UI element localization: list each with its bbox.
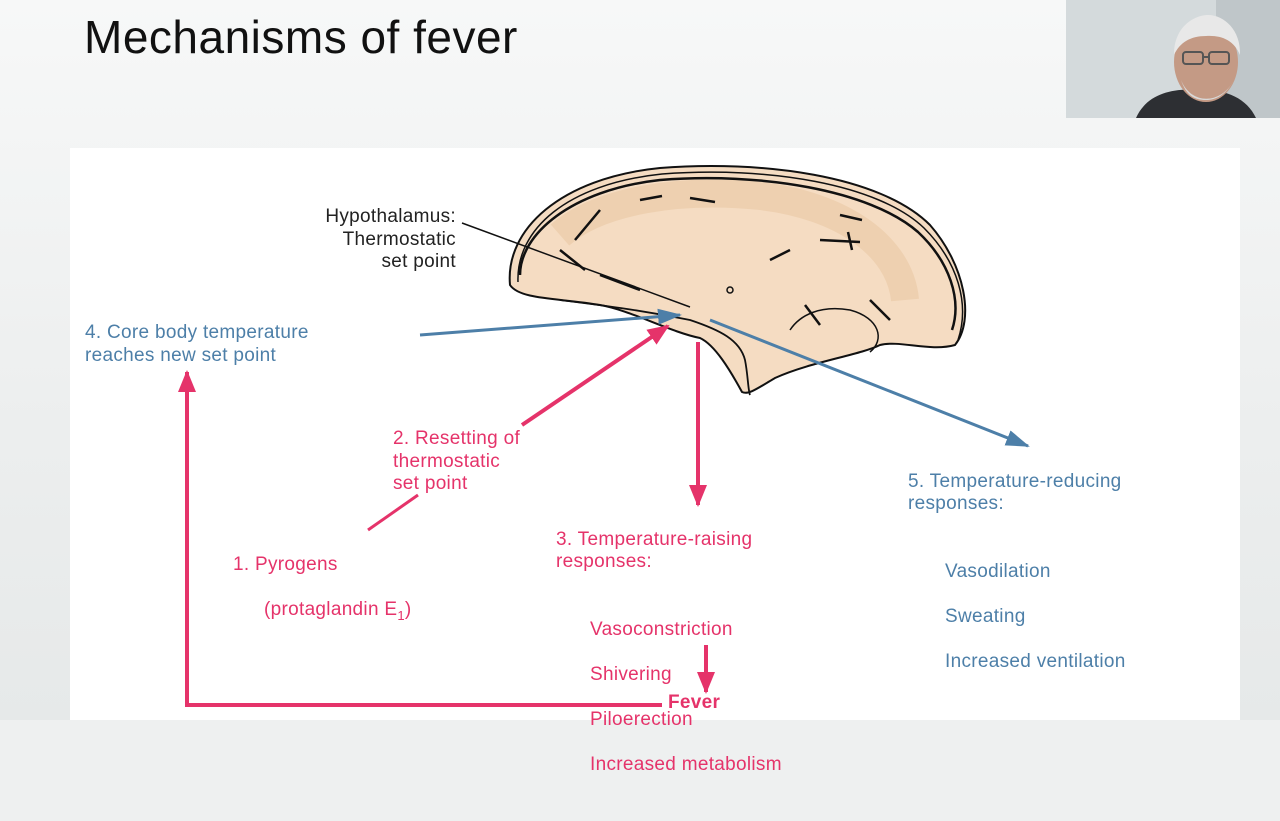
step-1-detail: (protaglandin E1) — [233, 599, 493, 627]
hypothalamus-pointer-line — [461, 222, 691, 308]
step-2-label: 2. Resetting of thermostatic set point — [393, 428, 521, 494]
fever-diagram — [178, 164, 1030, 707]
step-4-label: 4. Core body temperature reaches new set… — [85, 322, 309, 366]
step-3-label: 3. Temperature-raising responses: Vasoco… — [556, 506, 886, 821]
step-5-item: Sweating — [945, 605, 1026, 627]
step-3-item: Shivering — [590, 663, 672, 685]
arrow-to-hypothalamus-blue — [419, 308, 682, 337]
step-1-label: 1. Pyrogens (protaglandin E1) — [233, 531, 493, 649]
step-3-item: Increased metabolism — [590, 753, 782, 775]
arrow-to-cooling-responses — [709, 318, 1030, 448]
presenter-icon — [1066, 0, 1280, 118]
step-1-detail-close: ) — [404, 598, 412, 620]
presenter-webcam — [1066, 0, 1280, 118]
fever-label: Fever — [668, 692, 721, 713]
step-5-heading: 5. Temperature-reducing responses: — [908, 470, 1122, 515]
arrow-fever-feedback-loop — [178, 370, 662, 707]
pyrogen-connector-line — [367, 493, 419, 532]
hypothalamus-label: Hypothalamus: Thermostatic set point — [325, 206, 456, 272]
step-1-detail-text: (protaglandin E — [264, 598, 398, 620]
step-5-item: Increased ventilation — [945, 650, 1126, 672]
step-5-item: Vasodilation — [945, 560, 1051, 582]
step-3-item: Vasoconstriction — [590, 618, 733, 640]
step-5-label: 5. Temperature-reducing responses: Vasod… — [908, 448, 1238, 718]
step-3-heading: 3. Temperature-raising responses: — [556, 528, 753, 573]
step-1-subscript: 1 — [397, 607, 405, 623]
slide-title: Mechanisms of fever — [84, 11, 518, 63]
arrow-resetting-to-hypothalamus — [520, 324, 670, 427]
brain-illustration — [508, 164, 967, 396]
step-3-items: Vasoconstriction Shivering Piloerection … — [556, 596, 886, 799]
step-5-items: Vasodilation Sweating Increased ventilat… — [908, 538, 1238, 696]
step-1-title: 1. Pyrogens — [233, 553, 338, 575]
